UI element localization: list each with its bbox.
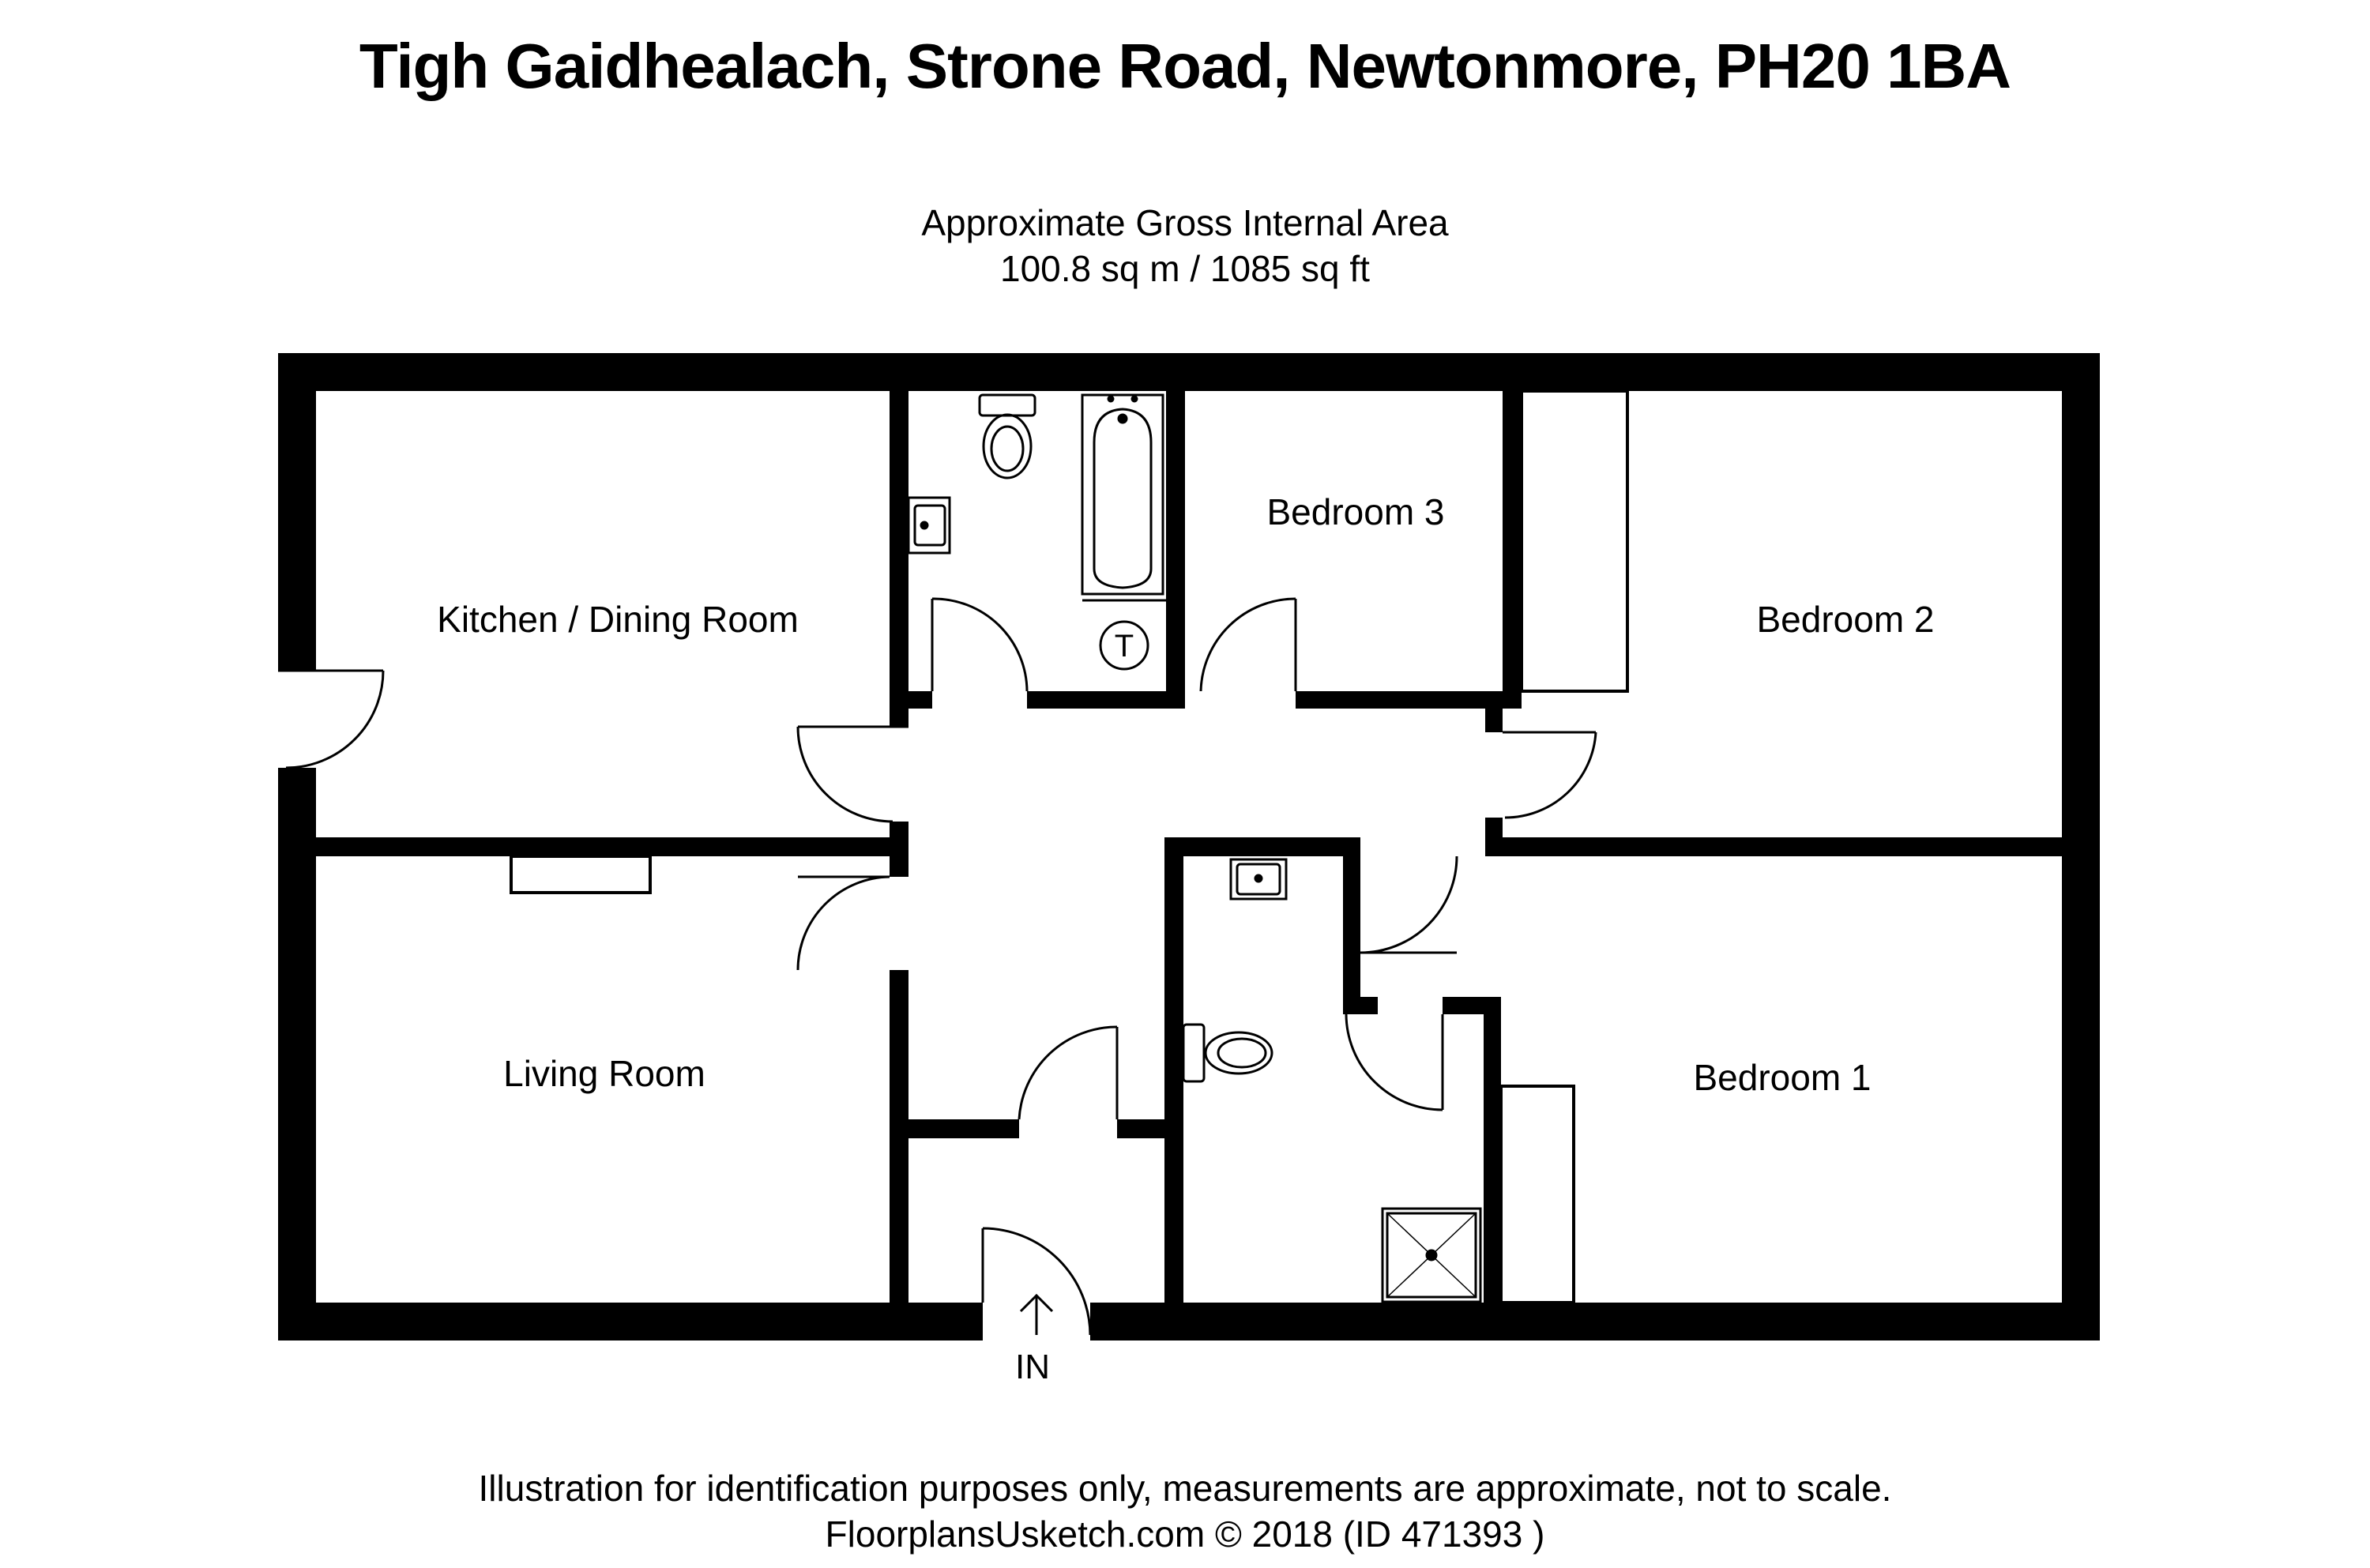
outer-wall-right (2062, 353, 2100, 1341)
wall-ensuite-east (1484, 997, 1501, 1303)
wc-bathroom-icon (978, 393, 1036, 479)
outer-wall-top (278, 353, 2100, 391)
wall-ensuite-west (1164, 837, 1183, 1303)
room-label-bedroom2: Bedroom 2 (1756, 599, 1934, 640)
bath-icon (1081, 393, 1166, 602)
door-kitchen[interactable] (796, 725, 908, 823)
wall-lobby-north-right (1117, 1119, 1164, 1138)
wall-bedroom2-south (1497, 837, 2062, 856)
door-kitchen-external[interactable] (278, 669, 385, 769)
wc-ensuite-icon (1182, 1023, 1273, 1083)
door-bedroom1[interactable] (1345, 1013, 1444, 1111)
shower-tray-icon (1381, 1207, 1482, 1303)
door-bedroom2[interactable] (1503, 731, 1597, 819)
room-label-bedroom3: Bedroom 3 (1266, 491, 1444, 532)
walls (278, 353, 2100, 1341)
wall-bathroom-south-right (1027, 691, 1185, 709)
wall-bathroom-south-left (908, 691, 932, 709)
entrance-label: IN (1015, 1348, 1050, 1386)
room-label-kitchen: Kitchen / Dining Room (437, 599, 799, 640)
fittings (510, 389, 1629, 1304)
outer-wall-left-upper (278, 353, 316, 671)
room-label-bedroom1: Bedroom 1 (1693, 1057, 1871, 1098)
basin-bathroom-icon (907, 496, 951, 555)
outer-wall-bottom-left (278, 1303, 983, 1341)
plan-title: Tigh Gaidhealach, Strone Road, Newtonmor… (359, 31, 2011, 101)
door-bathroom[interactable] (931, 597, 1029, 692)
outer-wall-left-lower (278, 768, 316, 1341)
wall-ensuite-north (1164, 837, 1346, 856)
doors (278, 597, 1597, 1336)
outer-wall-bottom-right (1090, 1303, 2100, 1341)
wardrobe-bedroom1 (1499, 1085, 1575, 1304)
wall-kitchen-living (316, 837, 908, 856)
door-ensuite[interactable] (1360, 855, 1458, 954)
entry-arrow-icon (1019, 1293, 1054, 1335)
wardrobe-bedroom2 (1520, 389, 1629, 693)
door-bedroom3[interactable] (1199, 597, 1297, 692)
wall-bathroom-east (1166, 391, 1185, 709)
wall-lobby-north-left (908, 1119, 1019, 1138)
copyright-text: FloorplansUsketch.com © 2018 (ID 471393 … (825, 1513, 1545, 1555)
wall-bedroom2-west-lower (1485, 818, 1503, 856)
room-label-living: Living Room (503, 1053, 705, 1094)
door-hall[interactable] (1018, 1025, 1119, 1120)
wall-ensuite-east-notch (1343, 997, 1378, 1014)
wall-bathroom-west (890, 391, 908, 691)
wall-kitchen-east-lower (890, 822, 908, 877)
wall-bedroom3-south-right (1296, 691, 1509, 709)
sanitaryware (907, 393, 1482, 1335)
wall-bedroom3-east (1503, 391, 1522, 709)
water-tank-label: T (1115, 629, 1134, 664)
wall-ensuite-north-east (1343, 837, 1360, 1014)
gross-area-label: Approximate Gross Internal Area (921, 202, 1449, 243)
door-front[interactable] (981, 1227, 1092, 1336)
disclaimer-text: Illustration for identification purposes… (478, 1468, 1892, 1509)
fireplace-living-room (510, 855, 652, 894)
basin-ensuite-icon (1229, 858, 1288, 901)
water-tank-icon (1099, 620, 1149, 671)
door-living-room[interactable] (796, 875, 890, 971)
gross-area-value: 100.8 sq m / 1085 sq ft (1000, 248, 1370, 289)
wall-living-east (890, 970, 908, 1303)
wall-bedroom2-corner (1485, 709, 1503, 732)
